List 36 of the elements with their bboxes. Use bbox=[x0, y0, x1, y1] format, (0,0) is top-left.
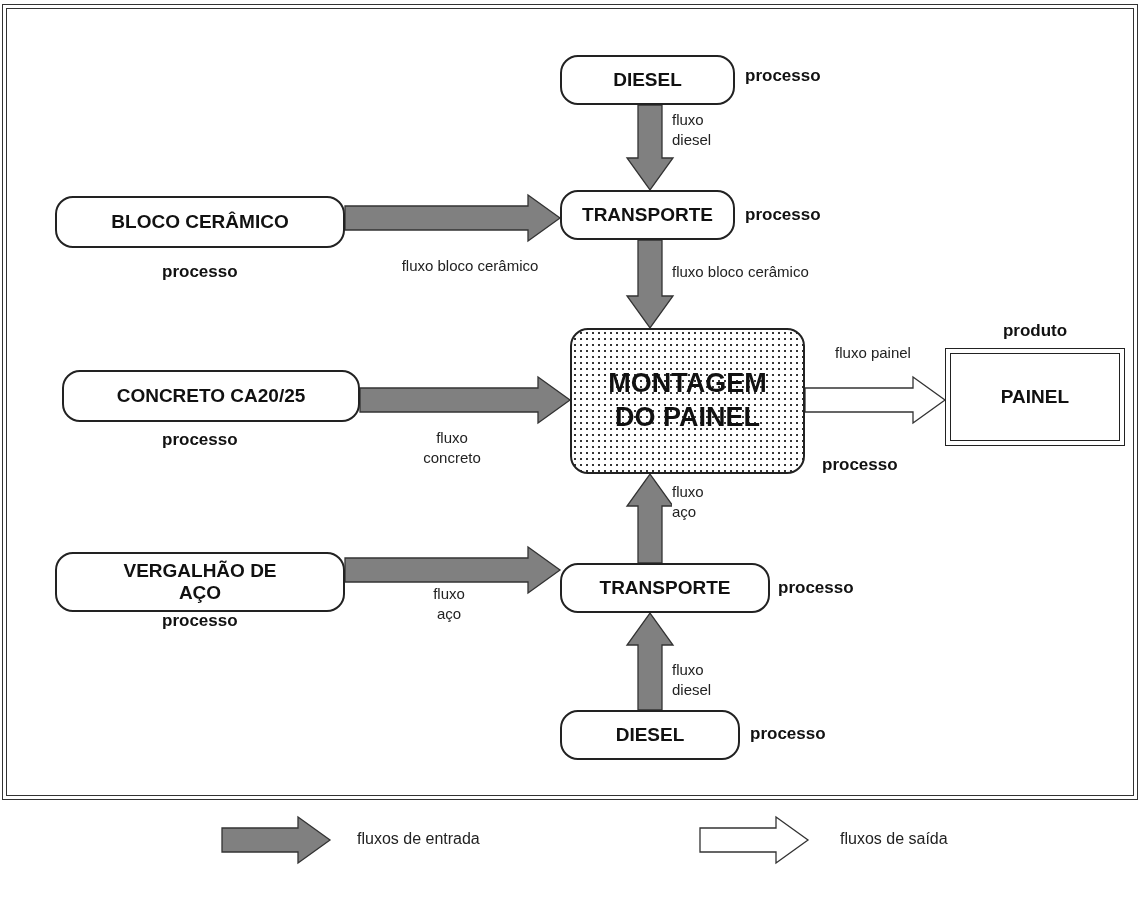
node-label: CONCRETO CA20/25 bbox=[116, 385, 306, 407]
legend-label: fluxos de entrada bbox=[357, 830, 480, 848]
node-label: processo bbox=[750, 724, 826, 744]
block-arrow bbox=[625, 104, 675, 192]
legend-label: fluxos de saída bbox=[840, 830, 948, 848]
node-label: processo bbox=[745, 205, 821, 225]
block-arrow bbox=[359, 375, 572, 425]
process-box bbox=[560, 710, 740, 760]
process-box bbox=[560, 55, 735, 105]
node-label: processo bbox=[162, 262, 238, 282]
node-label: PAINEL bbox=[1000, 386, 1070, 408]
block-arrow bbox=[625, 611, 675, 711]
node-label: TRANSPORTE bbox=[582, 204, 713, 226]
block-arrow bbox=[625, 239, 675, 330]
node-label: DIESEL bbox=[615, 724, 685, 746]
dotted-process-box bbox=[570, 328, 805, 474]
block-arrow bbox=[625, 472, 675, 564]
node-label: TRANSPORTE bbox=[599, 577, 731, 599]
process-box bbox=[560, 190, 735, 240]
node-label: DIESEL bbox=[613, 69, 682, 91]
process-box bbox=[62, 370, 360, 422]
node-label: processo bbox=[162, 611, 238, 631]
node-label: VERGALHÃO DE AÇO bbox=[122, 560, 278, 604]
process-box bbox=[560, 563, 770, 613]
process-box bbox=[55, 196, 345, 248]
node-label: processo bbox=[778, 578, 854, 598]
node-label: processo bbox=[162, 430, 238, 450]
node-label: BLOCO CERÂMICO bbox=[111, 211, 289, 233]
node-label: processo bbox=[745, 66, 821, 86]
process-box bbox=[55, 552, 345, 612]
box-heading: produto bbox=[1002, 321, 1068, 341]
node-label: MONTAGEM DO PAINEL bbox=[607, 367, 768, 434]
block-arrow bbox=[804, 375, 947, 425]
block-arrow bbox=[344, 193, 562, 243]
block-arrow bbox=[344, 545, 562, 595]
node-label: processo bbox=[822, 455, 898, 475]
